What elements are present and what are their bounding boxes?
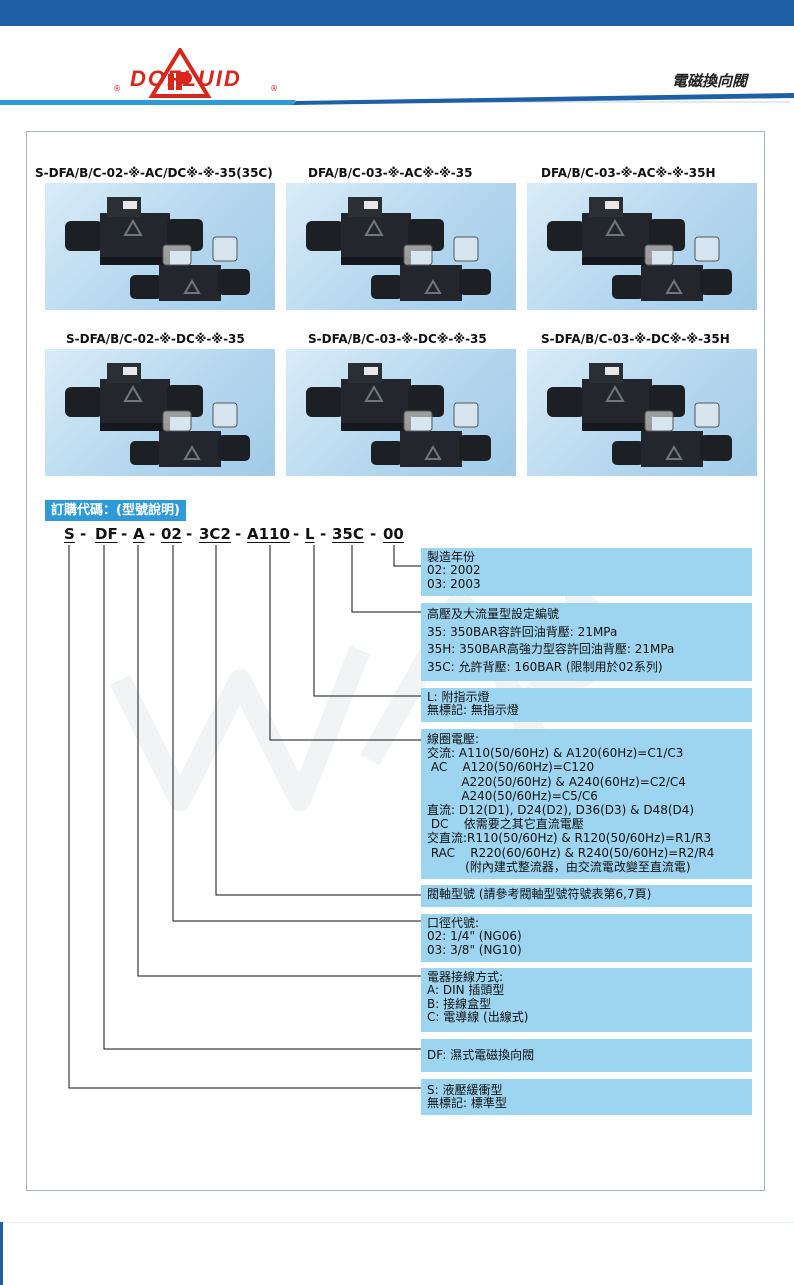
model-seg-a: A <box>133 525 145 543</box>
valve-small <box>612 402 732 467</box>
valve-large <box>65 363 203 431</box>
model-seg-a110: A110 <box>247 525 290 543</box>
desc-line: 交直流:R110(50/60Hz) & R120(50/60Hz)=R1/R3 <box>427 831 712 846</box>
desc-line: DF: 濕式電磁換向閥 <box>427 1048 535 1062</box>
valve-large <box>547 363 685 431</box>
desc-line: 無標記: 標準型 <box>427 1096 507 1111</box>
valve-small <box>612 236 732 301</box>
model-dash: - <box>370 525 377 543</box>
desc-box-pressure: 高壓及大流量型設定編號 35: 350BAR容許回油背壓: 21MPa 35H:… <box>421 603 752 681</box>
desc-box-voltage: 線圈電壓: 交流: A110(50/60Hz) & A120(60Hz)=C1/… <box>421 729 752 879</box>
desc-line: 02: 1/4" (NG06) <box>427 929 522 944</box>
desc-box-indicator: L: 附指示燈 無標記: 無指示燈 <box>421 688 752 722</box>
desc-line: 無標記: 無指示燈 <box>427 703 519 718</box>
desc-box-spool: 閥軸型號 (請參考閥軸型號符號表第6,7頁) <box>421 885 752 907</box>
model-dash: - <box>149 525 156 543</box>
model-seg-df: DF <box>95 525 118 543</box>
desc-line: 35: 350BAR容許回油背壓: 21MPa <box>427 624 618 639</box>
desc-line: 交流: A110(50/60Hz) & A120(60Hz)=C1/C3 <box>427 746 684 761</box>
product-photo-4 <box>45 349 275 476</box>
desc-line: (附內建式整流器，由交流電改變至直流電) <box>427 859 691 874</box>
registered-mark-2: ® <box>270 84 278 93</box>
desc-line: L: 附指示燈 <box>427 690 490 704</box>
product-caption-5: S-DFA/B/C-03-※-DC※-※-35 <box>308 332 487 346</box>
model-dash: - <box>320 525 327 543</box>
model-dash: - <box>121 525 128 543</box>
desc-line: AC A120(50/60Hz)=C120 <box>427 760 595 775</box>
brand-name: DOFLUID <box>130 66 242 91</box>
desc-line: 02: 2002 <box>427 563 481 578</box>
desc-line: 閥軸型號 (請參考閥軸型號符號表第6,7頁) <box>427 887 652 901</box>
desc-line: 高壓及大流量型設定編號 <box>427 607 560 621</box>
desc-line: 35C: 允許背壓: 160BAR (限制用於02系列) <box>427 659 663 674</box>
model-seg-02: 02 <box>161 525 182 543</box>
desc-line: C: 電導線 (出線式) <box>427 1009 529 1024</box>
desc-box-size: 口徑代號: 02: 1/4" (NG06) 03: 3/8" (NG10) <box>421 914 752 962</box>
top-color-bar <box>0 0 794 26</box>
product-caption-1: S-DFA/B/C-02-※-AC/DC※-※-35(35C) <box>35 166 273 180</box>
desc-line: 口徑代號: <box>427 916 480 930</box>
desc-box-year: 製造年份 02: 2002 03: 2003 <box>421 548 752 596</box>
dofluid-logo-icon <box>148 48 212 98</box>
desc-box-wiring: 電器接線方式: A: DIN 插頭型 B: 接線盒型 C: 電導線 (出線式) <box>421 968 752 1032</box>
product-caption-4: S-DFA/B/C-02-※-DC※-※-35 <box>66 332 245 346</box>
desc-line: 直流: D12(D1), D24(D2), D36(D3) & D48(D4) <box>427 803 695 818</box>
desc-box-shock: S: 液壓緩衝型 無標記: 標準型 <box>421 1079 752 1115</box>
product-photo-6 <box>527 349 757 476</box>
desc-line: S: 液壓緩衝型 <box>427 1083 503 1097</box>
document-title: 電磁換向閥 <box>672 72 748 90</box>
desc-line: 線圈電壓: <box>427 732 480 746</box>
product-photo-2 <box>286 183 516 310</box>
registered-mark: ® <box>113 84 121 93</box>
valve-small <box>371 236 491 301</box>
product-photo-3 <box>527 183 757 310</box>
model-dash: - <box>293 525 300 543</box>
desc-line: 35H: 350BAR高強力型容許回油背壓: 21MPa <box>427 642 675 656</box>
model-seg-l: L <box>305 525 315 543</box>
model-dash: - <box>235 525 242 543</box>
desc-line: 03: 3/8" (NG10) <box>427 942 522 957</box>
desc-line: 製造年份 <box>427 550 476 564</box>
model-dash: - <box>80 525 87 543</box>
product-caption-2: DFA/B/C-03-※-AC※-※-35 <box>308 166 473 180</box>
desc-line: A240(50/60Hz)=C5/C6 <box>427 788 598 803</box>
valve-small <box>130 236 250 301</box>
valve-small <box>371 402 491 467</box>
desc-line: 03: 2003 <box>427 576 481 591</box>
valve-small <box>130 402 250 467</box>
model-seg-35c: 35C <box>332 525 364 543</box>
footer-rule <box>0 1222 794 1223</box>
header-rule <box>0 93 794 105</box>
model-seg-3c2: 3C2 <box>199 525 231 543</box>
order-code-title: 訂購代碼：(型號說明) <box>45 500 186 521</box>
valve-large <box>65 197 203 265</box>
desc-line: A: DIN 插頭型 <box>427 983 505 998</box>
desc-line: B: 接線盒型 <box>427 996 492 1011</box>
desc-box-type: DF: 濕式電磁換向閥 <box>421 1039 752 1072</box>
content-frame <box>26 131 765 1191</box>
model-seg-00: 00 <box>383 525 404 543</box>
desc-line: A220(50/60Hz) & A240(60Hz)=C2/C4 <box>427 774 686 789</box>
product-caption-6: S-DFA/B/C-03-※-DC※-※-35H <box>541 332 730 346</box>
product-photo-5 <box>286 349 516 476</box>
valve-large <box>306 197 444 265</box>
footer-accent-bar <box>0 1222 3 1285</box>
product-photo-1 <box>45 183 275 310</box>
valve-large <box>547 197 685 265</box>
desc-line: DC 依需要之其它直流電壓 <box>427 817 584 832</box>
model-dash: - <box>186 525 193 543</box>
desc-line: 電器接線方式: <box>427 970 504 984</box>
product-caption-3: DFA/B/C-03-※-AC※-※-35H <box>541 166 716 180</box>
desc-line: RAC R220(60/60Hz) & R240(50/60Hz)=R2/R4 <box>427 845 715 860</box>
model-seg-s: S <box>64 525 75 543</box>
valve-large <box>306 363 444 431</box>
